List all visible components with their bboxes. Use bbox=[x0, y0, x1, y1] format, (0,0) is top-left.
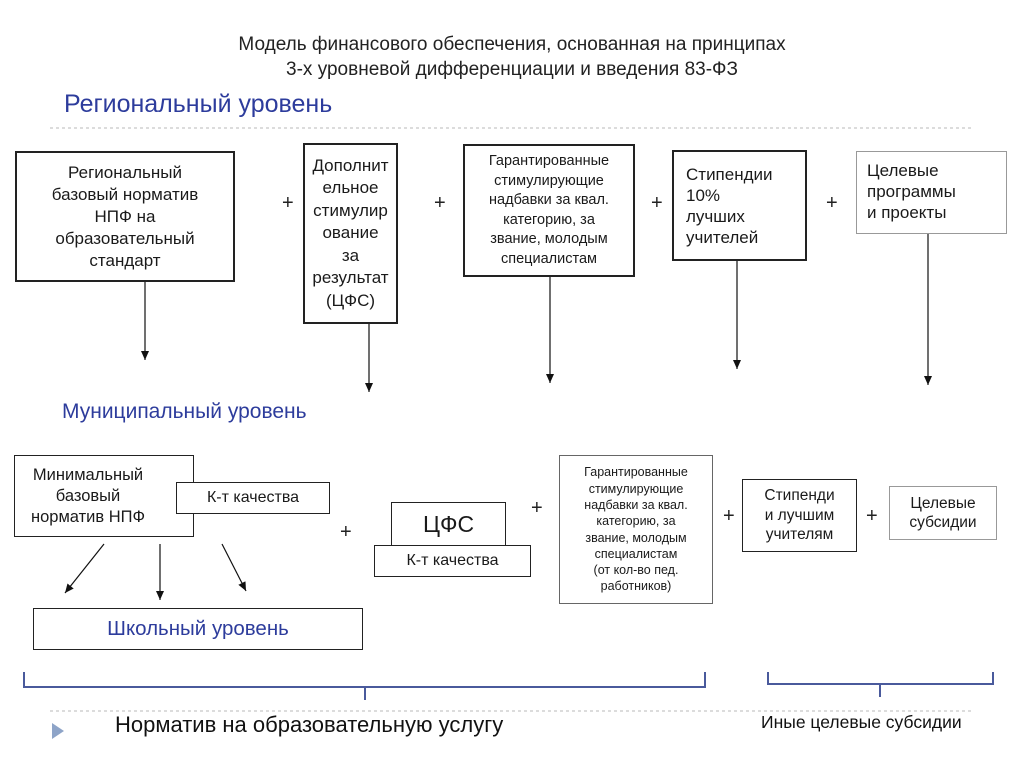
box-text-line: программы bbox=[867, 182, 956, 201]
box-text-line: базовый норматив bbox=[51, 184, 199, 204]
quality-coefficient-box: К-т качества bbox=[374, 545, 531, 577]
box-text-line: лучших bbox=[686, 206, 745, 226]
box-text-line: Гарантированные bbox=[488, 153, 610, 169]
plus-sign: + bbox=[531, 497, 543, 519]
box-text-line: 10% bbox=[686, 185, 721, 205]
box-text-line: надбавки за квал. bbox=[584, 497, 688, 512]
box-text-line: ование bbox=[322, 223, 379, 243]
brace-left bbox=[23, 672, 706, 700]
box-text-line: работников) bbox=[600, 579, 672, 594]
box-text-line: звание, молодым bbox=[585, 530, 687, 545]
box-text-line: Стипендии bbox=[686, 164, 773, 184]
page-title-line2: 3-х уровневой дифференциации и введения … bbox=[286, 59, 738, 80]
box-text-line: звание, молодым bbox=[490, 231, 608, 247]
box-text-line: категорию, за bbox=[596, 514, 676, 529]
municipal-stipends-box: Стипенди и лучшим учителям bbox=[742, 479, 857, 552]
box-text-line: Стипенди bbox=[764, 487, 835, 505]
minimal-base-normative-box: Минимальный базовый норматив НПФ bbox=[14, 455, 194, 537]
box-text-line: категорию, за bbox=[503, 211, 595, 228]
cfs-box: ЦФС bbox=[391, 502, 506, 546]
plus-sign: + bbox=[826, 192, 838, 214]
box-text-line: специалистам bbox=[501, 250, 597, 267]
stipends-box: Стипендии 10% лучших учителей bbox=[672, 150, 807, 261]
box-text-line: учителей bbox=[686, 227, 759, 247]
box-text-line: надбавки за квал. bbox=[489, 192, 609, 208]
arrow-min-left bbox=[64, 543, 105, 594]
box-text-line: и проекты bbox=[867, 203, 947, 222]
box-text-line: стандарт bbox=[89, 250, 161, 270]
box-text-line: Гарантированные bbox=[584, 465, 688, 480]
box-text-line: ельное bbox=[322, 178, 379, 198]
box-text-line: НПФ на bbox=[94, 206, 156, 226]
box-text-line: учителям bbox=[765, 526, 834, 544]
plus-sign: + bbox=[282, 192, 294, 214]
regional-level-heading: Региональный уровень bbox=[64, 90, 333, 118]
brace-right bbox=[767, 672, 994, 697]
plus-sign: + bbox=[866, 505, 878, 527]
targeted-programs-box: Целевые программы и проекты bbox=[856, 151, 1007, 234]
bullet-triangle-icon bbox=[52, 723, 64, 739]
box-text-line: стимулирующие bbox=[494, 172, 604, 189]
municipal-level-heading: Муниципальный уровень bbox=[62, 400, 307, 423]
box-text-line: специалистам bbox=[594, 546, 678, 561]
page-title: Модель финансового обеспечения, основанн… bbox=[100, 32, 924, 82]
box-text-line: стимулир bbox=[313, 200, 388, 220]
plus-sign: + bbox=[651, 192, 663, 214]
additional-incentive-box: Дополнит ельное стимулир ование за резул… bbox=[303, 143, 398, 324]
box-text-line: за bbox=[341, 245, 360, 265]
box-text-line: Целевые bbox=[867, 161, 939, 180]
box-text-line: базовый bbox=[55, 486, 121, 505]
box-text-line: Минимальный bbox=[32, 465, 144, 484]
box-text-line: норматив НПФ bbox=[31, 507, 146, 526]
regional-base-normative-box: Региональный базовый норматив НПФ на обр… bbox=[15, 151, 235, 282]
box-text-line: результат bbox=[312, 268, 389, 288]
footer-other-subsidies-label: Иные целевые субсидии bbox=[761, 712, 962, 732]
box-text-line: Дополнит bbox=[312, 155, 389, 175]
quality-coefficient-box: К-т качества bbox=[176, 482, 330, 514]
box-text-line: (от кол-во пед. bbox=[593, 563, 679, 578]
targeted-subsidies-box: Целевые субсидии bbox=[889, 486, 997, 540]
municipal-guaranteed-bonuses-box: Гарантированные стимулирующие надбавки з… bbox=[559, 455, 713, 604]
box-text-line: стимулирующие bbox=[588, 481, 684, 496]
arrow-min-right bbox=[221, 543, 247, 592]
page-title-line1: Модель финансового обеспечения, основанн… bbox=[238, 34, 786, 55]
box-text-line: Целевые bbox=[910, 494, 976, 512]
plus-sign: + bbox=[434, 192, 446, 214]
plus-sign: + bbox=[340, 521, 352, 543]
box-text-line: образовательный bbox=[55, 228, 195, 248]
plus-sign: + bbox=[723, 505, 735, 527]
box-text-line: (ЦФС) bbox=[325, 290, 376, 310]
box-text-line: субсидии bbox=[909, 514, 977, 531]
footer-normative-label: Норматив на образовательную услугу bbox=[115, 712, 504, 737]
guaranteed-bonuses-box: Гарантированные стимулирующие надбавки з… bbox=[463, 144, 635, 277]
box-text-line: Региональный bbox=[68, 162, 182, 182]
school-level-box: Школьный уровень bbox=[33, 608, 363, 650]
box-text-line: и лучшим bbox=[764, 506, 835, 524]
